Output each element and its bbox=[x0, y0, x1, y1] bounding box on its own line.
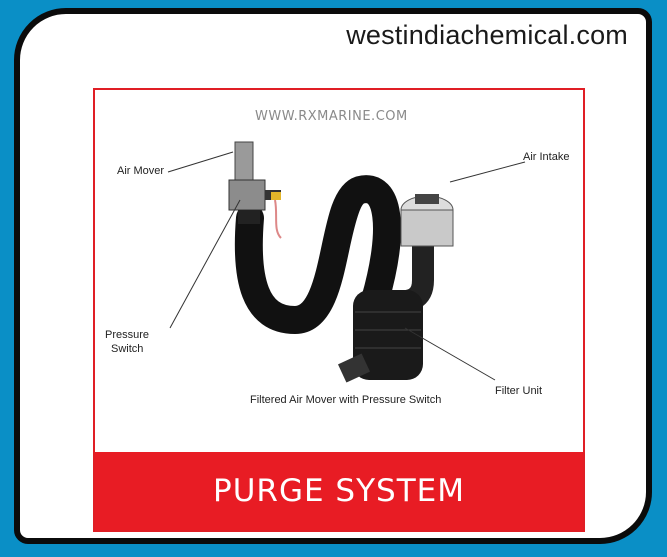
label-air-mover: Air Mover bbox=[117, 165, 164, 177]
label-switch: Switch bbox=[111, 343, 143, 355]
banner-title: PURGE SYSTEM bbox=[213, 473, 465, 509]
purge-system-diagram: WWW.RXMARINE.COM bbox=[105, 109, 569, 406]
watermark-text: WWW.RXMARINE.COM bbox=[255, 109, 408, 124]
filter-unit bbox=[337, 194, 454, 383]
content-card: westindiachemical.com WWW.RXMARINE.COM bbox=[14, 8, 652, 544]
label-air-intake: Air Intake bbox=[523, 151, 569, 163]
purge-system-figure: WWW.RXMARINE.COM bbox=[93, 88, 585, 532]
air-mover-unit bbox=[228, 141, 282, 239]
title-banner: PURGE SYSTEM bbox=[95, 452, 583, 530]
label-caption: Filtered Air Mover with Pressure Switch bbox=[250, 394, 441, 406]
label-pressure: Pressure bbox=[105, 329, 149, 341]
label-filter-unit: Filter Unit bbox=[495, 385, 542, 397]
site-name: westindiachemical.com bbox=[346, 20, 628, 50]
